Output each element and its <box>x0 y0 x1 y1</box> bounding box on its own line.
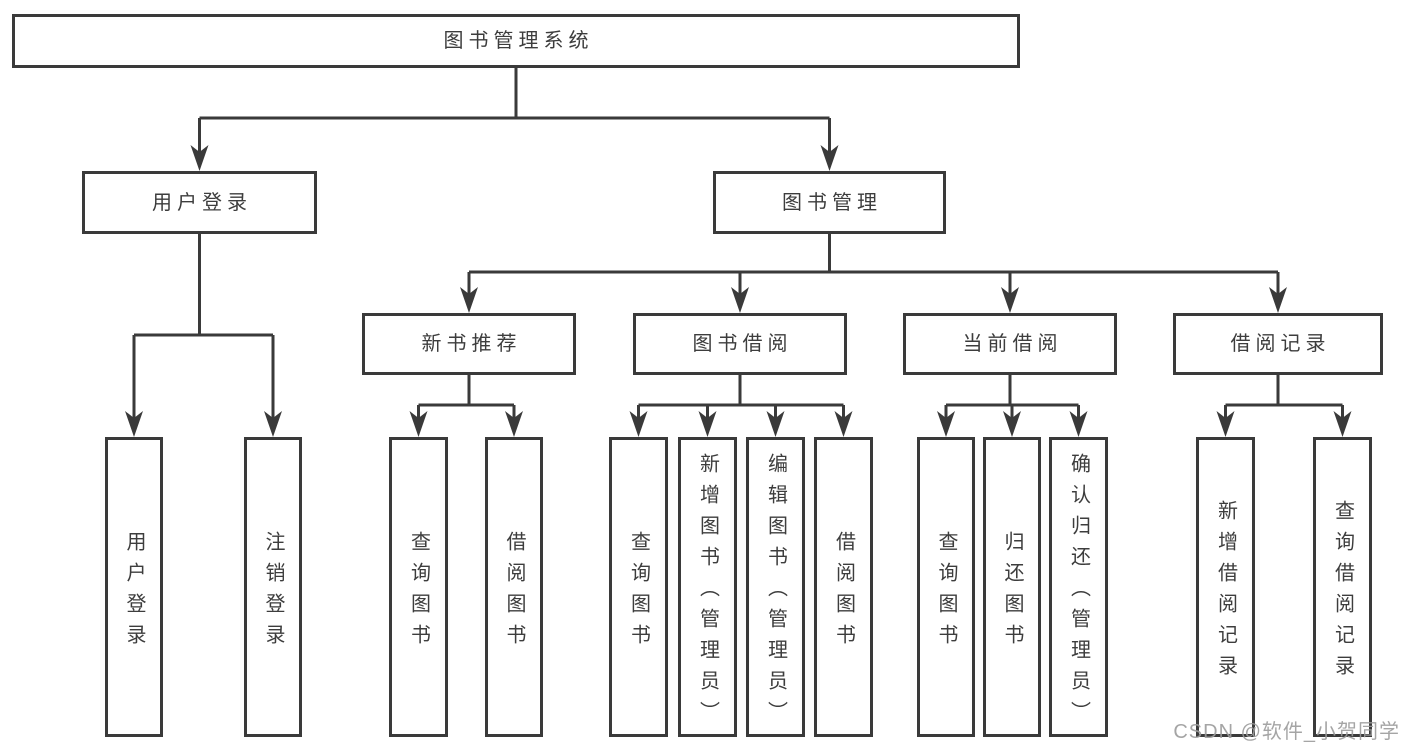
node-user-logout: 注销登录 <box>244 437 302 737</box>
node-root: 图书管理系统 <box>12 14 1020 68</box>
node-label-nbr-query-books: 查询图书 <box>407 530 430 655</box>
arrowhead-down-icon <box>1001 287 1019 313</box>
node-cb-confirm-return: 确认归还（管理员） <box>1049 437 1108 737</box>
arrowhead-down-icon <box>937 411 955 437</box>
node-bb-query-books: 查询图书 <box>609 437 668 737</box>
node-current-borrowing: 当前借阅 <box>903 313 1117 375</box>
node-new-book-recommend: 新书推荐 <box>362 313 576 375</box>
arrowhead-down-icon <box>1216 411 1235 437</box>
node-cb-query-books: 查询图书 <box>917 437 975 737</box>
node-label-root: 图书管理系统 <box>443 30 594 52</box>
arrowhead-down-icon <box>264 411 282 437</box>
node-label-cb-return-books: 归还图书 <box>1001 530 1023 655</box>
csdn-watermark: CSDN @软件_小贺同学 <box>1173 721 1400 743</box>
node-cb-return-books: 归还图书 <box>983 437 1041 737</box>
node-label-cb-confirm-return: 确认归还（管理员） <box>1067 453 1090 732</box>
arrowhead-down-icon <box>190 145 209 171</box>
arrowhead-down-icon <box>460 287 478 313</box>
node-label-current-borrowing: 当前借阅 <box>962 333 1063 355</box>
node-book-management: 图书管理 <box>713 171 946 234</box>
arrowhead-down-icon <box>409 411 428 437</box>
node-br-query-record: 查询借阅记录 <box>1313 437 1372 737</box>
node-label-new-book-recommend: 新书推荐 <box>421 333 522 355</box>
arrowhead-down-icon <box>505 411 523 437</box>
node-label-nbr-borrow-books: 借阅图书 <box>503 530 525 655</box>
node-label-bb-query-books: 查询图书 <box>627 530 650 655</box>
arrowhead-down-icon <box>766 411 785 437</box>
node-label-bb-edit-books: 编辑图书（管理员） <box>764 453 787 732</box>
node-label-user-login-group: 用户登录 <box>152 191 252 214</box>
node-user-login: 用户登录 <box>105 437 163 737</box>
node-label-bb-borrow-books: 借阅图书 <box>832 530 855 655</box>
node-bb-borrow-books: 借阅图书 <box>814 437 873 737</box>
node-book-borrowing: 图书借阅 <box>633 313 847 375</box>
arrowhead-down-icon <box>820 145 839 171</box>
arrowhead-down-icon <box>1333 411 1352 437</box>
node-label-user-login: 用户登录 <box>123 530 145 655</box>
node-bb-edit-books: 编辑图书（管理员） <box>746 437 805 737</box>
arrowhead-down-icon <box>125 411 143 437</box>
arrowhead-down-icon <box>731 287 749 313</box>
arrowhead-down-icon <box>1003 411 1021 437</box>
arrowhead-down-icon <box>698 411 717 437</box>
node-br-add-record: 新增借阅记录 <box>1196 437 1255 737</box>
node-label-br-add-record: 新增借阅记录 <box>1214 499 1237 686</box>
node-user-login-group: 用户登录 <box>82 171 317 234</box>
node-label-br-query-record: 查询借阅记录 <box>1331 499 1354 686</box>
node-bb-add-books: 新增图书（管理员） <box>678 437 737 737</box>
arrowhead-down-icon <box>834 411 853 437</box>
node-label-bb-add-books: 新增图书（管理员） <box>696 453 719 732</box>
node-label-borrowing-records: 借阅记录 <box>1230 333 1331 355</box>
arrowhead-down-icon <box>1069 411 1088 437</box>
node-label-cb-query-books: 查询图书 <box>935 530 957 655</box>
node-label-book-management: 图书管理 <box>782 191 882 214</box>
node-label-book-borrowing: 图书借阅 <box>692 333 793 355</box>
arrowhead-down-icon <box>629 411 648 437</box>
node-nbr-query-books: 查询图书 <box>389 437 448 737</box>
arrowhead-down-icon <box>1269 287 1287 313</box>
node-nbr-borrow-books: 借阅图书 <box>485 437 543 737</box>
node-label-user-logout: 注销登录 <box>262 530 284 655</box>
node-borrowing-records: 借阅记录 <box>1173 313 1383 375</box>
connector-lines <box>132 68 1344 418</box>
